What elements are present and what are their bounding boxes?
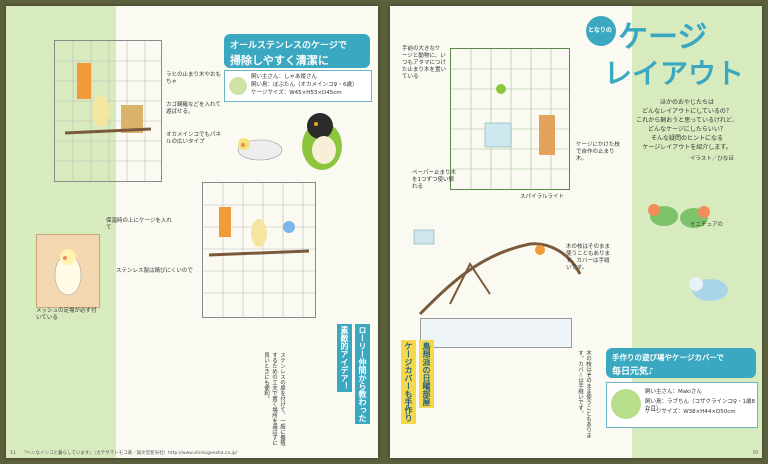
cockatiel-photo bbox=[36, 234, 100, 308]
feature1-bird: 飼い鳥：ぼぶたん（オカメインコ♀・6歳） bbox=[251, 82, 358, 88]
feature3-title: 鳥想派の日曜部屋 ケージカバーも手作り bbox=[394, 340, 434, 450]
note-front-cage: 手前の大きなケージと動物に、いつもアタマにつけた止まり木を置いている bbox=[402, 46, 447, 80]
feature3-title-line2: ケージカバーも手作り bbox=[401, 340, 416, 424]
stainless-cage-illustration bbox=[54, 40, 162, 182]
feature4-owner: 飼い主さん：Makiさん bbox=[645, 389, 702, 395]
feature2-title: ローリー仲間から教わった 素敵的アイデア！ bbox=[306, 324, 370, 444]
left-page: オールステンレスのケージで 掃除しやすく清潔に 飼い主さん：しゃあ姫さん 飼い鳥… bbox=[6, 6, 378, 458]
title-badge: となりの bbox=[586, 16, 616, 46]
title-small: となりの bbox=[588, 27, 612, 34]
feature4-size: ケージサイズ：W38×H44×D50cm bbox=[645, 409, 736, 415]
right-page-number: 70 bbox=[752, 451, 758, 456]
note-panel: オカメインコでもパネルの広いタイプ bbox=[166, 132, 222, 145]
feature4-info-box: 飼い主さん：Makiさん 飼い鳥：ラブちん（コザクラインコ♀・1歳8か月） ケー… bbox=[606, 382, 758, 428]
green-cage-illustration bbox=[450, 48, 570, 190]
play-area-illustration bbox=[413, 229, 582, 316]
feature4-title-line2: 毎日元気♪ bbox=[612, 367, 654, 377]
left-page-number: 11 bbox=[10, 451, 16, 456]
note-toys: カゴ網羅などを入れて遊ばせる。 bbox=[166, 102, 221, 115]
caique-parrot-illustration bbox=[302, 113, 342, 170]
note-miniature: ミニチュアの bbox=[690, 222, 723, 228]
left-footer: 「ヘンなインコと暮らしています」（カテサマトモコ著／誠文堂新光社）http://… bbox=[22, 451, 238, 456]
lovebird-single-illustration bbox=[689, 277, 728, 301]
note-paper-perch: ペーパー止まり木を1つずつ使い慣れる bbox=[412, 170, 456, 190]
feature1-size: ケージサイズ：W45×H53×D45cm bbox=[251, 90, 342, 96]
cockatiel-illustration bbox=[237, 138, 283, 161]
feature4-bird: 飼い鳥：ラブちん（コザクラインコ♀・1歳8か月） bbox=[645, 399, 756, 412]
feature2-title-line2: 素敵的アイデア！ bbox=[337, 324, 352, 392]
note-spiral: スパイラルライト bbox=[520, 194, 565, 200]
intro-text: ほかのおやじたちは どんなレイアウトにしているの？ これから飼おうと思っているけ… bbox=[636, 99, 738, 151]
feature2-title-line1: ローリー仲間から教わった bbox=[355, 324, 370, 424]
small-caption: メッシュの足場が必ず付いている bbox=[36, 308, 97, 321]
note-branch: ケージにかけた枝で自作の止まり木。 bbox=[576, 142, 620, 162]
cage-cover-illustration bbox=[420, 318, 572, 348]
title-big1: ケージ bbox=[618, 20, 708, 55]
avatar bbox=[229, 77, 247, 95]
note-handmade: 木の枝はそのまま使うこともあります。カバーは手縫いです。 bbox=[566, 244, 611, 271]
left-green-band bbox=[6, 6, 116, 458]
feature1-title-box: オールステンレスのケージで 掃除しやすく清潔に bbox=[224, 34, 370, 68]
right-page: となりの ケージ レイアウト ほかのおやじたちは どんなレイアウトにしているの？… bbox=[390, 6, 762, 458]
lovebird-pair-illustration bbox=[648, 204, 710, 228]
left-body-text: ステンレスの扉を付けて、一般に養殖するための工夫で置く場所を選ばずに良いときにも… bbox=[263, 352, 285, 446]
note-warm: 保温時の上にケージを入れて bbox=[106, 218, 172, 231]
feature1-info-box: 飼い主さん：しゃあ姫さん 飼い鳥：ぼぶたん（オカメインコ♀・6歳） ケージサイズ… bbox=[224, 70, 372, 102]
right-body-text: 木の枝はそのまま使うこともあります。カバーは手縫いです。 bbox=[577, 350, 591, 438]
note-stainless: ステンレス製は錆びにくいので bbox=[116, 268, 193, 274]
feature1-title-line2: 掃除しやすく清潔に bbox=[230, 54, 329, 67]
feature3-title-line1: 鳥想派の日曜部屋 bbox=[419, 340, 434, 408]
feature4-title-line1: 手作りの遊び場やケージカバーで bbox=[612, 353, 724, 362]
note-perch: ラヒの止まり木やおもちゃ bbox=[166, 72, 222, 85]
feature1-title-line1: オールステンレスのケージで bbox=[230, 41, 347, 51]
feature1-owner: 飼い主さん：しゃあ姫さん bbox=[251, 74, 318, 80]
feature4-title-box: 手作りの遊び場やケージカバーで 毎日元気♪ bbox=[606, 348, 756, 378]
illustration-credit: イラスト／ひなほ bbox=[690, 156, 734, 162]
avatar bbox=[611, 389, 641, 419]
title-big2: レイアウト bbox=[604, 57, 745, 90]
second-cage-illustration bbox=[202, 182, 316, 318]
